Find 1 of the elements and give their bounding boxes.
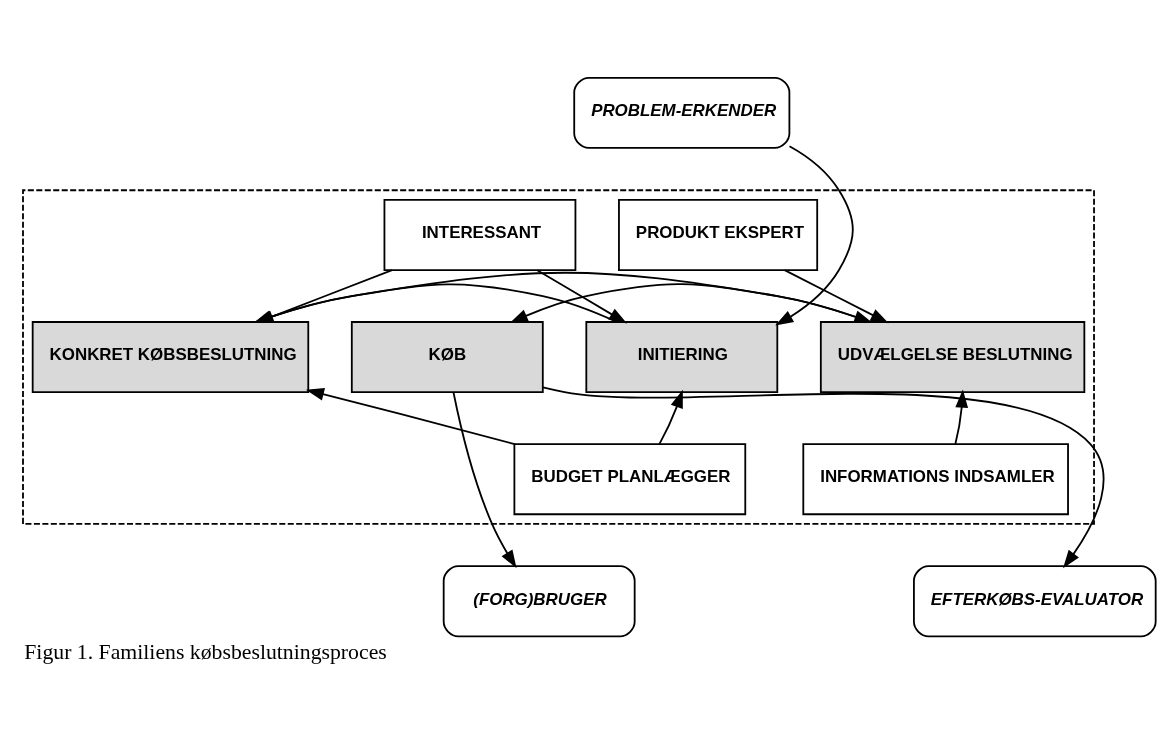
caption: Figur 1. Familiens købsbeslutningsproces — [24, 639, 387, 664]
